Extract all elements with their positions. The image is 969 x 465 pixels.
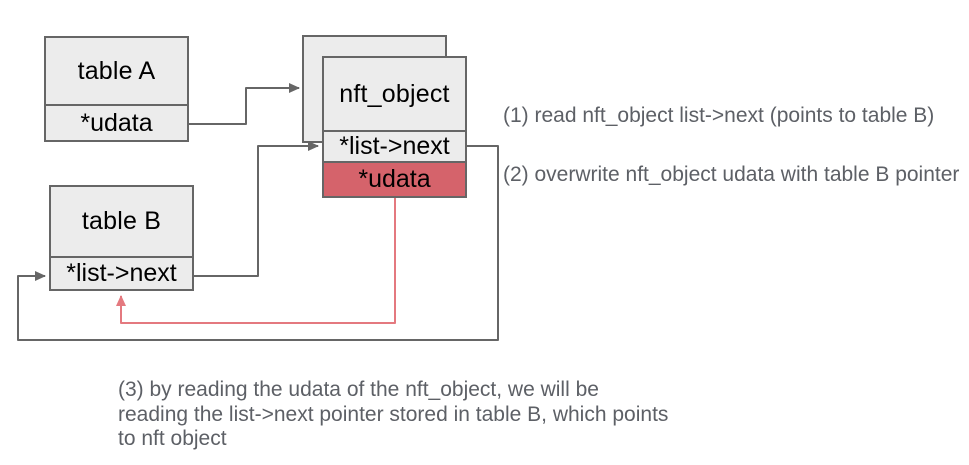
arrow-tablea-udata-to-nft-object [189, 83, 300, 125]
table-a-title: table A [77, 56, 156, 85]
annotation-step-2: (2) overwrite nft_object udata with tabl… [503, 163, 960, 186]
annotation-step-3: (3) by reading the udata of the nft_obje… [118, 378, 668, 452]
nft-object-box: nft_object *list->next *udata [322, 56, 467, 198]
table-b-box: table B *list->next [49, 185, 194, 291]
nft-object-title: nft_object [339, 79, 450, 108]
annotation-step-3-line-2: reading the list->next pointer stored in… [118, 402, 669, 426]
nft-object-listnext-cell: *list->next [324, 130, 465, 161]
annotation-step-1: (1) read nft_object list->next (points t… [503, 104, 935, 127]
annotation-step-3-line-3: to nft object [118, 427, 227, 450]
table-a-box: table A *udata [44, 36, 189, 142]
arrow-tableb-listnext-to-nft-object [194, 141, 319, 277]
nft-object-udata-cell-highlighted: *udata [324, 161, 465, 196]
annotation-step-3-line-1: (3) by reading the udata of the nft_obje… [118, 378, 599, 401]
table-a-udata-cell: *udata [46, 104, 187, 140]
table-b-title: table B [81, 207, 162, 235]
table-b-listnext-cell: *list->next [51, 256, 192, 289]
